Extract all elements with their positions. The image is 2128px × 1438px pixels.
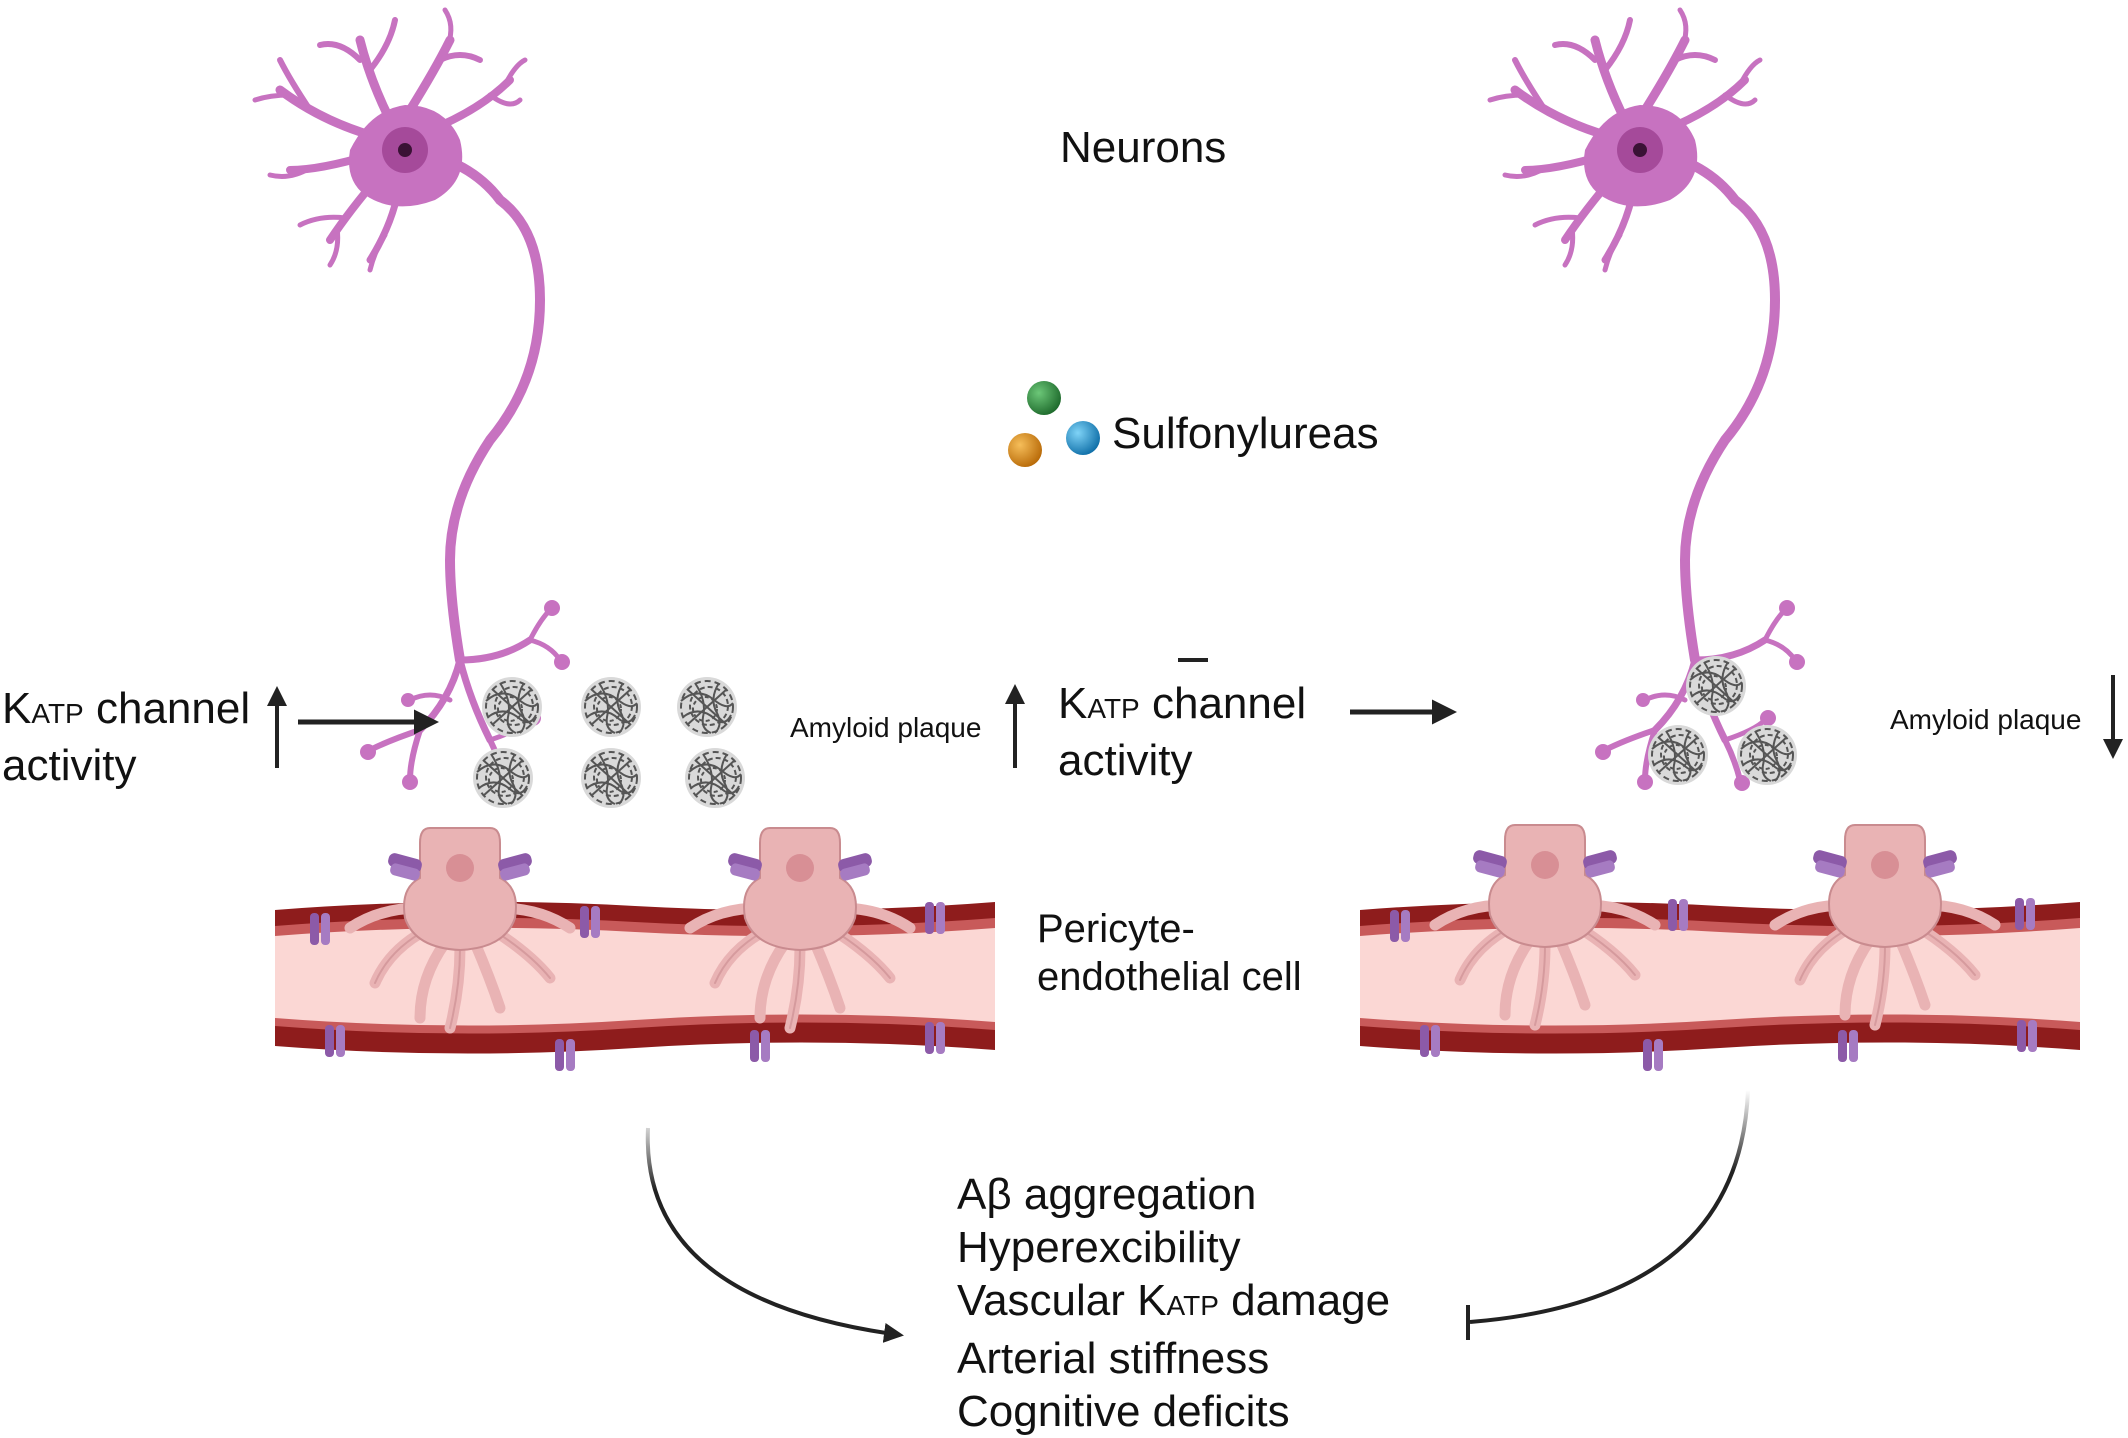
katp-channel: channel <box>83 684 251 733</box>
curved-inhibition-right-to-outcomes <box>1466 1089 1750 1340</box>
pericyte-line2: endothelial cell <box>1037 955 1302 999</box>
inhibition-arrow-sulfonylureas <box>1178 475 1208 662</box>
outcome3-pre: Vascular K <box>957 1276 1167 1325</box>
label-neurons: Neurons <box>1060 123 1227 172</box>
pericyte-line1: Pericyte- <box>1037 907 1195 951</box>
label-amyloid-right: Amyloid plaque <box>1890 704 2082 735</box>
vessel-left <box>275 901 995 1071</box>
outcome3-sub: ATP <box>1166 1290 1219 1321</box>
curved-arrow-left-to-outcomes <box>645 1127 904 1343</box>
label-katp-center: KATP channel activity <box>1058 678 1306 787</box>
katp-k: K <box>2 684 32 733</box>
label-sulfonylureas: Sulfonylureas <box>1112 409 1379 458</box>
katp-channel-center: channel <box>1139 679 1307 728</box>
amyloid-plaques-left <box>472 676 746 809</box>
outcome3-post: damage <box>1218 1276 1391 1325</box>
outcome-vascular-katp-damage: Vascular KATP damage <box>957 1274 1390 1332</box>
label-katp-left: KATP channel activity <box>2 683 250 792</box>
label-amyloid-left: Amyloid plaque <box>790 712 982 743</box>
vessel-right <box>1360 898 2080 1071</box>
neuron-right <box>1490 10 1805 791</box>
katp-sub-center: ATP <box>1087 693 1140 724</box>
outcomes-list: Aβ aggregation Hyperexcibility Vascular … <box>957 1168 1390 1438</box>
outcome-abeta-aggregation: Aβ aggregation <box>957 1170 1257 1219</box>
katp-k-center: K <box>1058 679 1088 728</box>
outcome-cognitive-deficits: Cognitive deficits <box>957 1387 1290 1436</box>
katp-sub: ATP <box>31 698 84 729</box>
outcome-hyperexcibility: Hyperexcibility <box>957 1223 1241 1272</box>
sulfonylurea-molecules <box>1008 381 1100 467</box>
label-pericyte: Pericyte- endothelial cell <box>1037 905 1302 1001</box>
katp-activity: activity <box>2 741 137 790</box>
outcome-arterial-stiffness: Arterial stiffness <box>957 1334 1270 1383</box>
katp-activity-center: activity <box>1058 736 1193 785</box>
neuron-left <box>255 10 570 791</box>
